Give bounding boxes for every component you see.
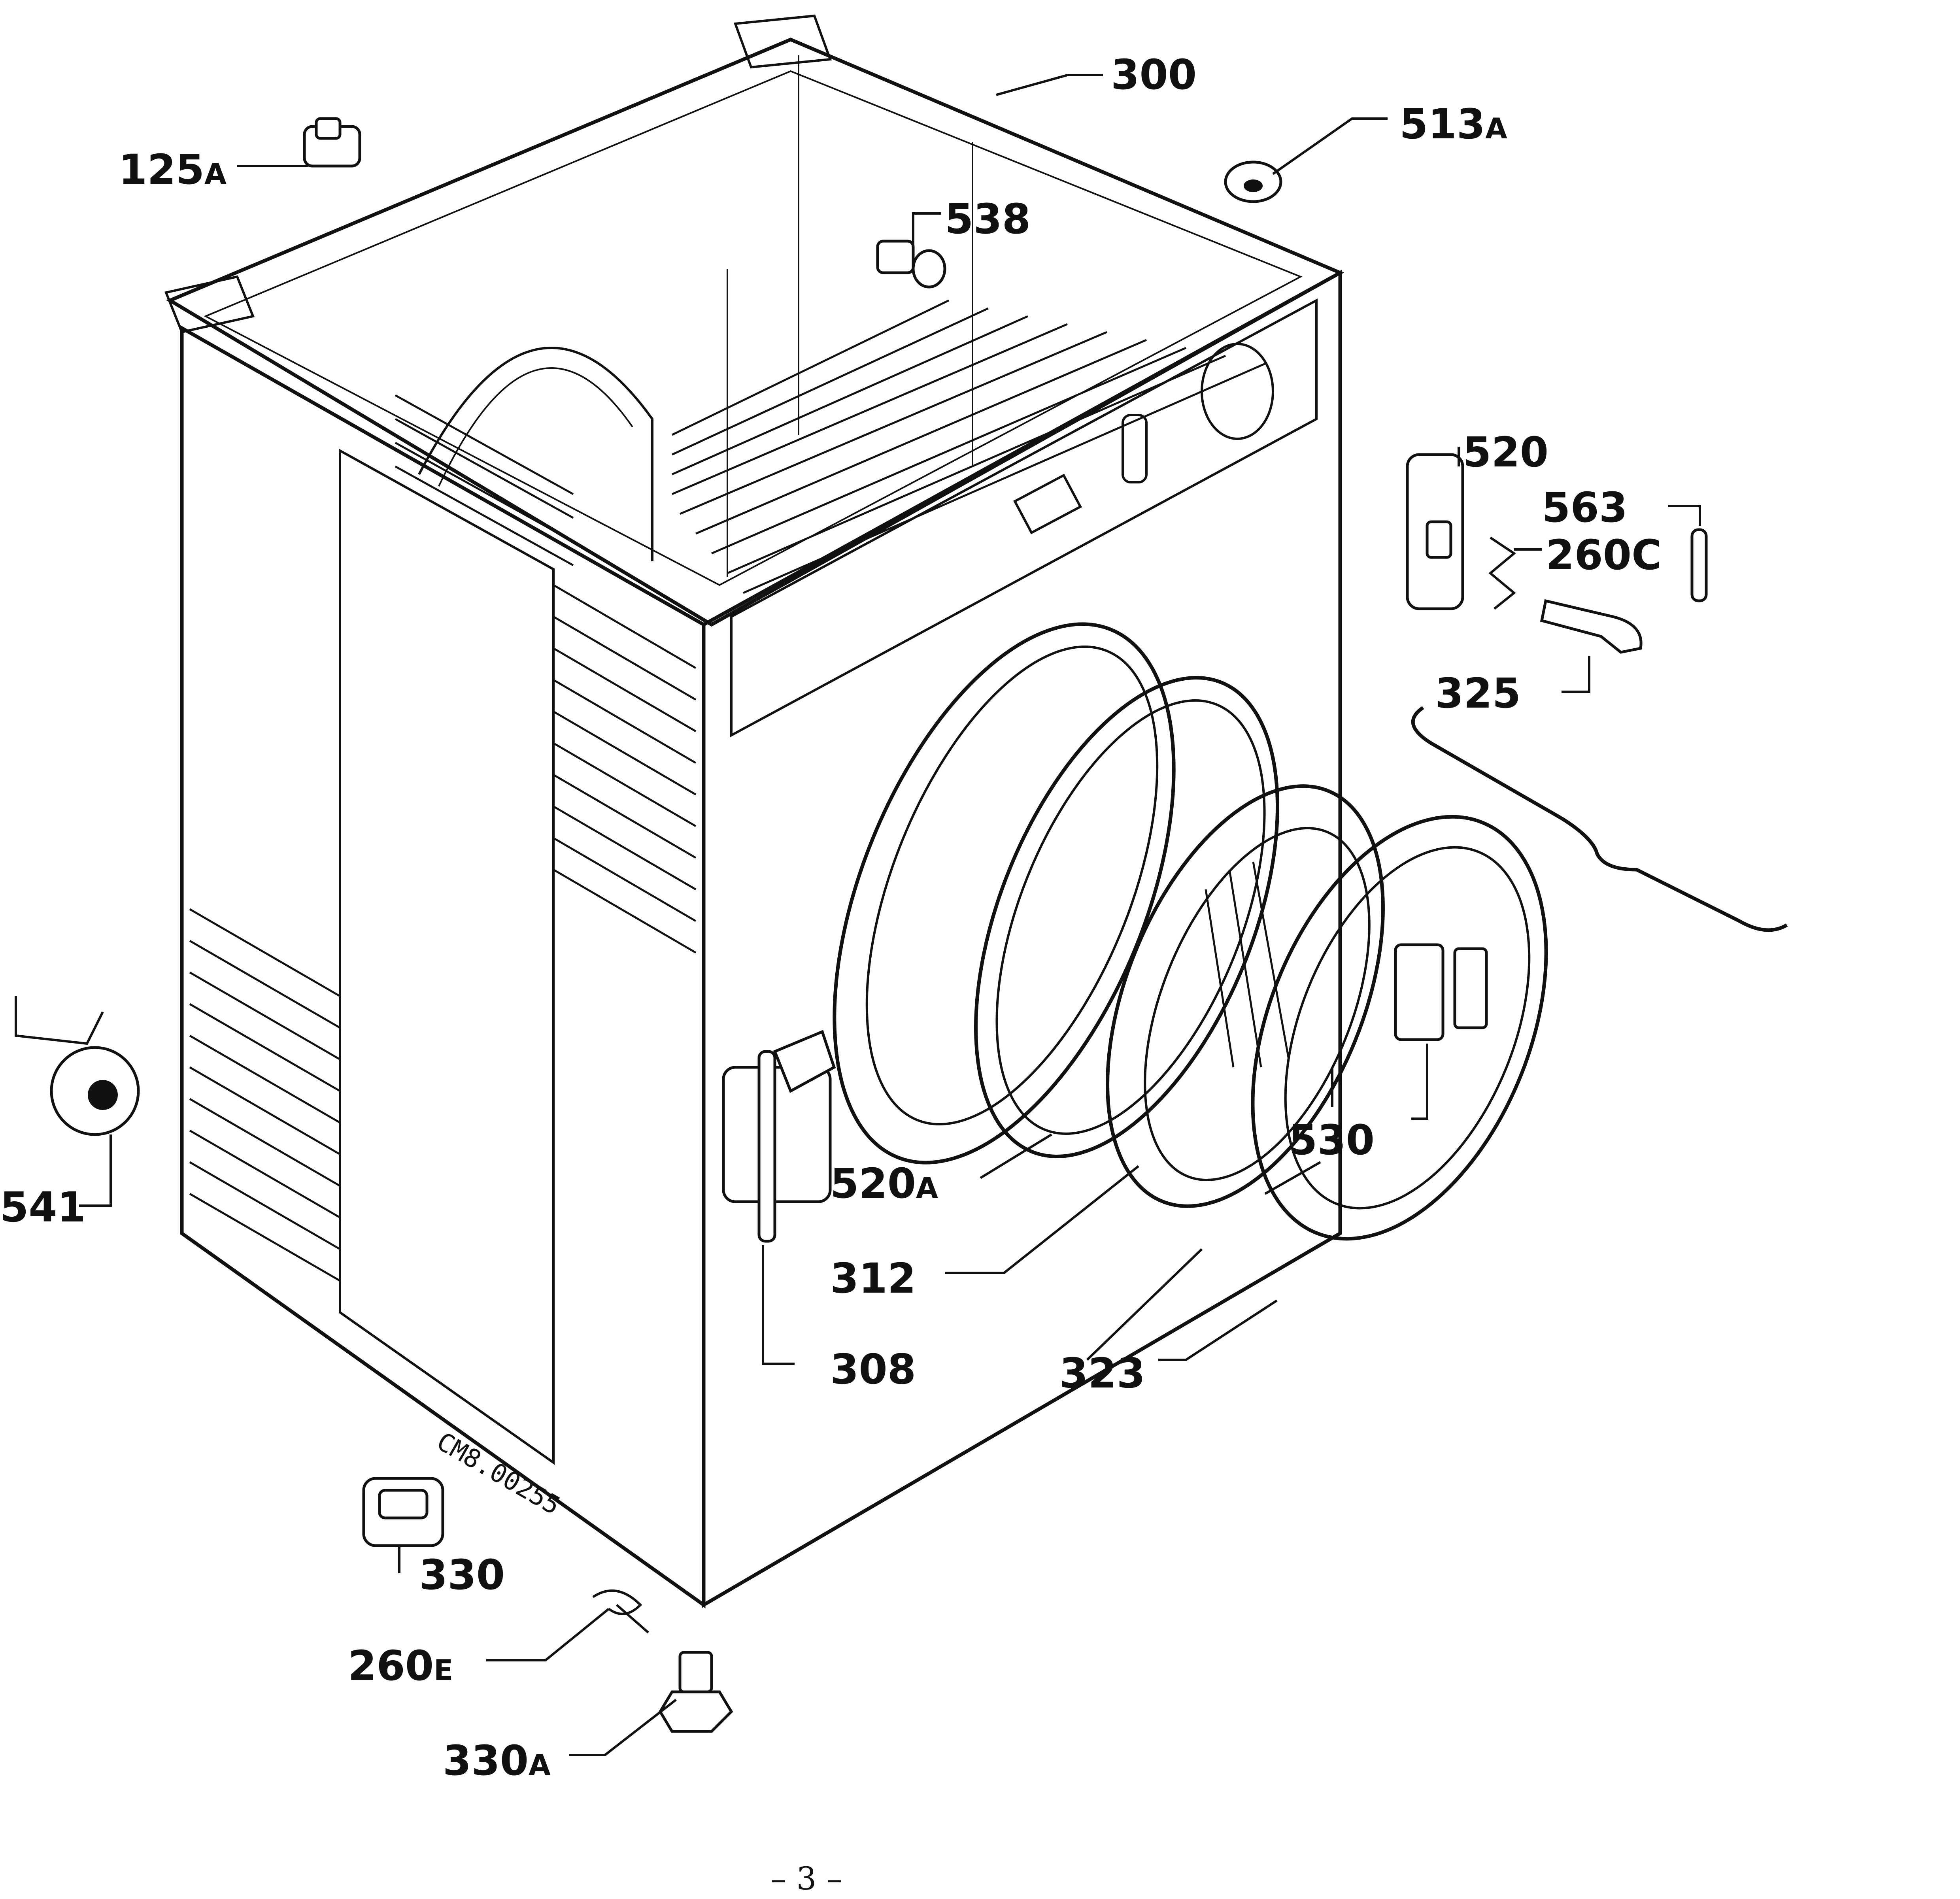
leader-330A [569,1699,677,1756]
control-slot-1 [1013,474,1082,534]
leader-308 [762,1245,795,1365]
door-frame-323 [1251,815,1548,1241]
label-325: 325 [1435,669,1521,717]
label-323: 323 [1059,1349,1145,1397]
part-330-foot-cap [362,1477,444,1547]
cabinet-front-panel [702,270,1342,1608]
leader-323-b [1086,1248,1203,1361]
side-panel-shading [189,584,697,1282]
part-513A-cap [1224,160,1282,203]
part-541-pump-body [15,996,140,1136]
control-slot-2 [1122,414,1148,483]
part-260C-spring [1488,536,1516,610]
cabinet-side-panel [180,325,706,1608]
leader-312 [945,1165,1139,1274]
door-opening-ring [833,622,1176,1165]
door-glass-bowl [1106,784,1385,1208]
leader-325 [1562,656,1590,693]
label-330A: 330A [443,1737,551,1785]
leader-300 [996,74,1103,96]
cabinet-body [164,14,1344,1608]
leader-260E [486,1608,610,1661]
label-260C: 260C [1546,531,1662,579]
leader-563 [1668,505,1701,526]
leader-323 [1158,1299,1278,1361]
part-520-lock [1406,453,1464,610]
leader-520A [980,1133,1052,1179]
cabinet-top-inner [204,70,1303,586]
label-125A: 125A [119,145,227,194]
page-number: – 3 – [770,1860,842,1897]
part-330A-foot [658,1651,733,1733]
label-312: 312 [830,1254,916,1302]
part-538-plug [876,240,946,289]
label-308: 308 [830,1345,916,1393]
label-513A: 513A [1399,100,1507,148]
leader-530-c [1411,1044,1428,1120]
part-260E-clip [592,1589,649,1634]
drawing-code: CM8.00255 [432,1427,565,1521]
leader-530-b [1264,1161,1321,1195]
part-563-pin [1690,528,1708,602]
label-538: 538 [945,195,1031,243]
part-308-hinge [722,1030,836,1243]
top-tab-rear [733,14,832,69]
top-tab-left [164,275,255,334]
label-330: 330 [419,1551,505,1599]
side-panel-recess [339,448,555,1465]
leader-513A [1272,117,1388,175]
leader-538 [912,212,941,253]
interior-shading [395,299,1266,594]
label-520: 520 [1463,428,1548,476]
inner-cradle [418,347,653,561]
control-knob-opening [1201,343,1274,440]
label-530: 530 [1289,1116,1375,1164]
leader-lines [79,74,1701,1756]
label-520A: 520A [830,1159,938,1208]
label-260E: 260E [348,1642,453,1690]
label-541: 541 [0,1183,86,1231]
part-325-hook [1540,599,1643,654]
leader-541 [79,1134,112,1207]
label-563: 563 [1542,483,1628,532]
door-set-brace [1411,706,1788,932]
control-panel-strip [730,298,1318,738]
door-hinge-530 [1394,943,1488,1041]
label-300: 300 [1111,51,1197,99]
part-125A-clip [303,117,361,168]
callout-labels: 125A 300 513A 538 520 563 260C 325 530 5… [0,51,1662,1785]
